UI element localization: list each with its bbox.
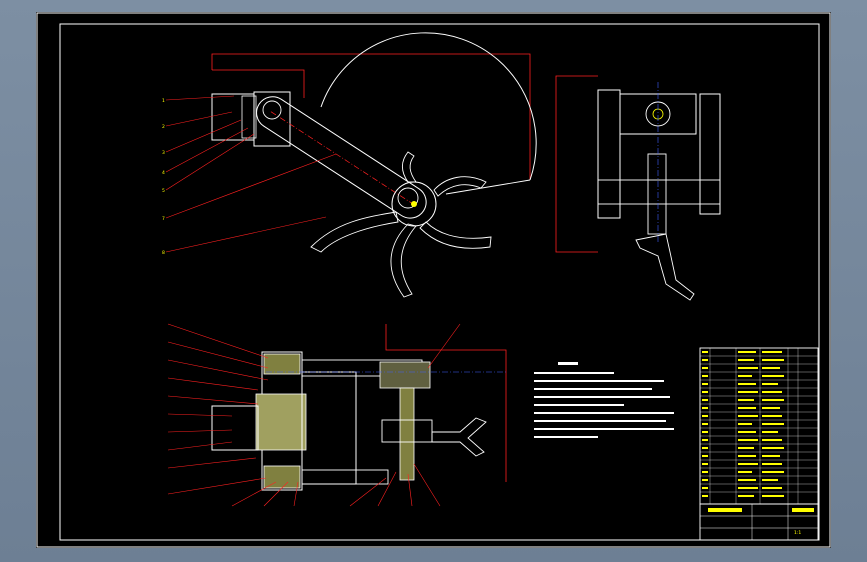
main-frame [301,371,357,485]
scale-label: 1:1 [794,530,801,536]
right-bearing-housing [379,361,431,389]
tiller-blade-1 [310,211,399,253]
svg-text:5: 5 [162,188,165,194]
svg-text:8: 8 [162,250,165,256]
note-line-8 [534,428,674,430]
svg-text:3: 3 [162,150,165,156]
parts-list-grid [700,348,818,504]
gearbox-width-dimension [212,69,305,98]
tiller-blade-2 [390,223,417,298]
chain-centerline [270,111,412,204]
note-line-4 [534,396,670,398]
drawing-frame [59,23,820,541]
parts-list-entries [702,351,784,497]
input-gearbox [211,405,259,451]
note-line-9 [534,436,598,438]
right-side-plate [699,93,721,215]
note-line-2 [534,380,664,382]
lower-sprocket [397,187,419,209]
upper-bearing-block [263,353,301,375]
tine-shaft [597,179,721,205]
hub-bolt [411,201,417,207]
title-block-name-box [708,508,742,512]
svg-text:4: 4 [162,170,165,176]
blade-guard-edge [445,179,531,195]
tiller-blade-3 [419,221,492,249]
tiller-blade-5 [401,151,417,183]
cad-viewport[interactable]: 1 2 3 4 5 7 8 [36,12,831,548]
assembly-drawing: 1 2 3 4 5 7 8 [36,12,831,548]
gearbox-flange [241,95,257,139]
note-line-3 [534,388,652,390]
lower-cross-shaft [301,469,389,485]
blade-sweep-arc [320,32,537,181]
section-view [167,323,507,507]
center-support [647,153,667,235]
tiller-blade-4 [433,176,487,197]
drive-arm-top [253,91,291,147]
side-view: 1 2 3 4 5 7 8 [162,32,537,298]
title-block-org-box [792,508,814,512]
front-height-dimension [555,75,598,253]
technical-notes [534,362,674,438]
tine-shaft-section [399,387,415,481]
title-block-frame [699,503,819,541]
svg-text:7: 7 [162,216,165,222]
tine-blade [431,417,487,457]
chain-case [256,96,427,219]
lower-bearing-block [263,465,301,489]
left-chain-case [597,89,621,219]
note-line-1 [534,372,614,374]
overall-width-dimension [211,53,531,180]
side-view-leaders [165,95,337,253]
note-line-6 [534,412,674,414]
tine-holder [381,419,433,443]
front-view [555,75,721,301]
note-line-7 [534,420,666,422]
svg-text:2: 2 [162,124,165,130]
parts-list [699,347,819,505]
gear-section [255,393,307,451]
title-block: 1:1 [699,503,819,541]
note-line-5 [534,404,624,406]
notes-heading [558,362,578,365]
sheet-border [36,12,831,548]
depth-skid [635,233,695,301]
upper-sprocket [262,100,282,120]
section-leaders [167,323,461,507]
gearbox-housing [211,93,255,141]
svg-text:1: 1 [162,98,165,104]
side-view-balloons: 1 2 3 4 5 7 8 [162,98,165,256]
section-width-dimension [385,324,507,482]
parts-list-frame [699,347,819,505]
